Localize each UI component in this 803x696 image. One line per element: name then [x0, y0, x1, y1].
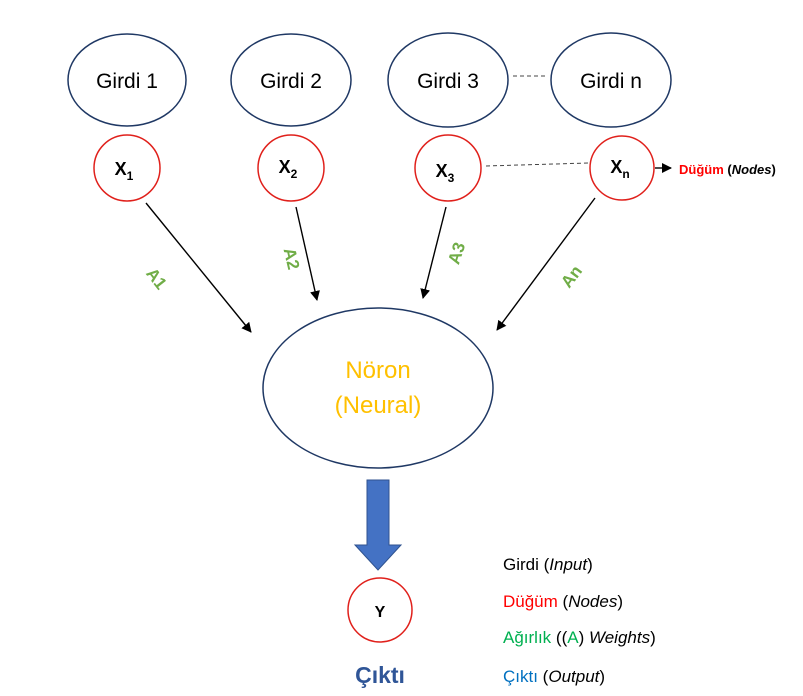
node-x2-var: X: [279, 157, 291, 177]
node-x1-sub: 1: [127, 169, 134, 183]
output-node-label: Y: [375, 604, 386, 621]
output-arrow: [353, 479, 403, 571]
output-node: Y: [347, 577, 413, 643]
input-1-label: Girdi 1: [96, 70, 158, 93]
node-callout: Düğüm (Nodes): [679, 162, 776, 177]
weight-label-an: An: [557, 262, 586, 292]
svg-text:X2: X2: [279, 157, 298, 181]
weight-arrow-an: [496, 197, 596, 331]
legend-input: Girdi (Input): [503, 555, 593, 574]
node-xn: Xn: [589, 135, 655, 201]
node-x3-var: X: [436, 161, 448, 181]
node-xn-var: X: [610, 157, 622, 177]
node-x2-sub: 2: [291, 167, 298, 181]
node-x3: X3: [414, 134, 482, 202]
node-x1-var: X: [115, 159, 127, 179]
weight-arrow-a2: [295, 206, 320, 301]
output-label: Çıktı: [355, 662, 405, 688]
input-2-label: Girdi 2: [260, 70, 322, 93]
node-x1: X1: [93, 134, 161, 202]
input-1: Girdi 1: [67, 33, 187, 127]
svg-text:X3: X3: [436, 161, 455, 185]
legend-output: Çıktı (Output): [503, 667, 605, 686]
input-n: Girdi n: [550, 32, 672, 128]
input-2: Girdi 2: [230, 33, 352, 127]
node-xn-sub: n: [622, 167, 629, 181]
weight-label-a3: A3: [444, 240, 469, 267]
node-x3-sub: 3: [448, 171, 455, 185]
weight-arrow-a1: [145, 202, 252, 333]
neuron-label-line1: Nöron: [345, 357, 410, 384]
weight-label-a2: A2: [280, 246, 303, 271]
neuron-label-line2: (Neural): [335, 392, 422, 419]
input-3: Girdi 3: [387, 32, 509, 128]
svg-text:X1: X1: [115, 159, 134, 183]
neuron: Nöron (Neural): [262, 307, 494, 469]
input-3-label: Girdi 3: [417, 70, 479, 93]
node-x2: X2: [257, 134, 325, 202]
weight-arrow-a3: [420, 206, 447, 299]
legend: Girdi (Input) Düğüm (Nodes) Ağırlık ((A)…: [503, 555, 656, 686]
weight-label-a1: A1: [142, 264, 170, 293]
input-n-label: Girdi n: [580, 70, 642, 93]
legend-weights: Ağırlık ((A) Weights): [503, 628, 656, 647]
legend-nodes: Düğüm (Nodes): [503, 592, 623, 611]
svg-text:Xn: Xn: [610, 157, 629, 181]
nodes-ellipsis-dash: [485, 162, 589, 167]
